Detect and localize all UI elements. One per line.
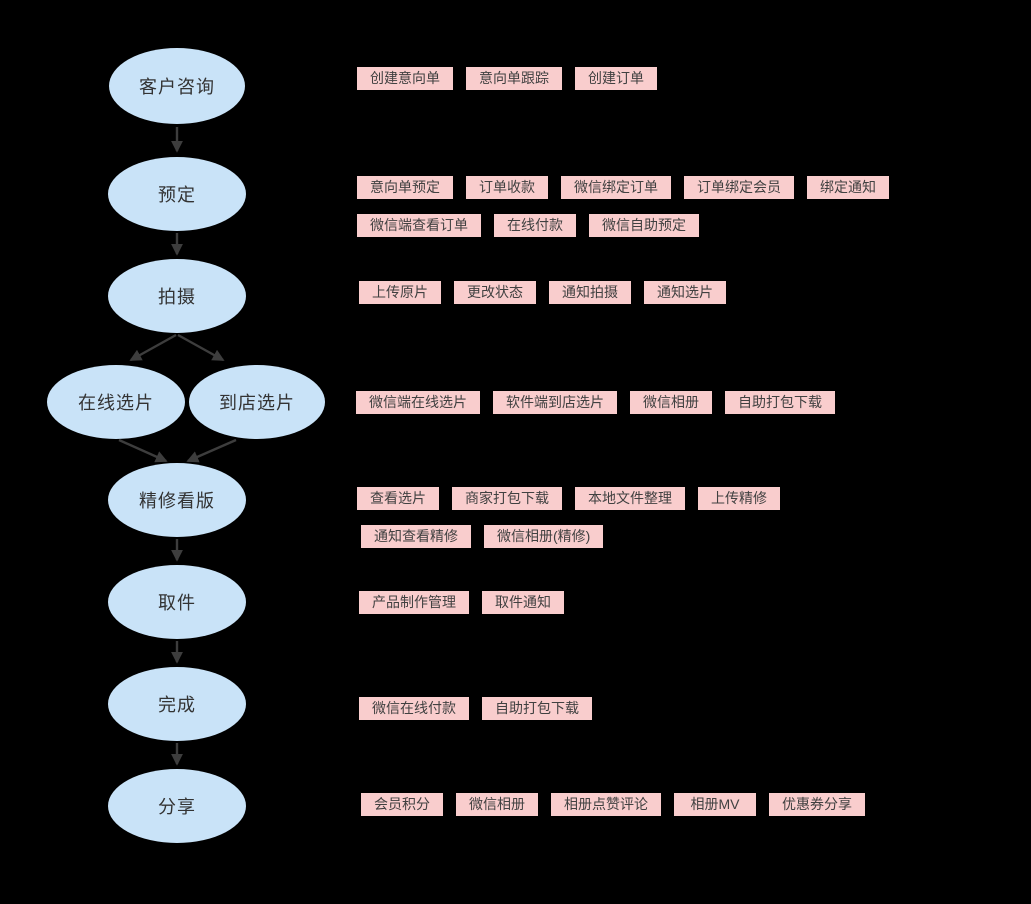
arrow-shooting-to-instore-selection [177, 333, 225, 362]
feature-tag-row: 产品制作管理取件通知 [359, 591, 564, 614]
feature-tag: 通知选片 [644, 281, 726, 304]
feature-tag: 绑定通知 [807, 176, 889, 199]
arrow-instore-selection-to-retouch [186, 438, 237, 463]
flow-node-instore-selection: 到店选片 [189, 365, 325, 439]
feature-tag: 微信相册 [456, 793, 538, 816]
feature-tag: 查看选片 [357, 487, 439, 510]
feature-tag-row: 会员积分微信相册相册点赞评论相册MV 优惠券分享 [361, 793, 865, 816]
flow-node-pickup: 取件 [108, 565, 246, 639]
feature-tag: 在线付款 [494, 214, 576, 237]
feature-tag-row: 通知查看精修微信相册(精修) [361, 525, 604, 548]
feature-tag-row: 创建意向单意向单跟踪创建订单 [357, 67, 657, 90]
flow-node-online-selection: 在线选片 [47, 365, 185, 439]
feature-tag-row: 查看选片商家打包下载本地文件整理上传精修 [357, 487, 780, 510]
feature-tag: 相册MV [674, 793, 756, 816]
feature-tag: 自助打包下载 [725, 391, 835, 414]
feature-tag: 相册点赞评论 [551, 793, 661, 816]
feature-tag: 微信端查看订单 [357, 214, 481, 237]
feature-tag: 商家打包下载 [452, 487, 562, 510]
feature-tag: 本地文件整理 [575, 487, 685, 510]
feature-tag: 更改状态 [454, 281, 536, 304]
feature-tag: 微信在线付款 [359, 697, 469, 720]
arrow-online-selection-to-retouch [118, 438, 168, 463]
feature-tag: 上传精修 [698, 487, 780, 510]
feature-tag: 优惠券分享 [769, 793, 865, 816]
feature-tag-row: 意向单预定订单收款微信绑定订单订单绑定会员绑定通知 [357, 176, 889, 199]
feature-tag: 微信相册(精修) [484, 525, 604, 548]
feature-tag-row: 微信端在线选片软件端到店选片微信相册自助打包下载 [356, 391, 835, 414]
feature-tag-row: 微信端查看订单在线付款微信自助预定 [357, 214, 699, 237]
flow-node-customer-inquiry: 客户咨询 [109, 48, 245, 124]
feature-tag-row: 上传原片更改状态通知拍摄通知选片 [359, 281, 726, 304]
feature-tag: 微信绑定订单 [561, 176, 671, 199]
flow-node-shooting: 拍摄 [108, 259, 246, 333]
feature-tag: 通知查看精修 [361, 525, 471, 548]
feature-tag: 会员积分 [361, 793, 443, 816]
feature-tag-row: 微信在线付款自助打包下载 [359, 697, 592, 720]
feature-tag: 通知拍摄 [549, 281, 631, 304]
arrow-shooting-to-online-selection [129, 333, 177, 362]
feature-tag: 订单绑定会员 [684, 176, 794, 199]
feature-tag: 创建订单 [575, 67, 657, 90]
feature-tag: 微信端在线选片 [356, 391, 480, 414]
flow-node-booking: 预定 [108, 157, 246, 231]
flow-node-complete: 完成 [108, 667, 246, 741]
feature-tag: 上传原片 [359, 281, 441, 304]
feature-tag: 取件通知 [482, 591, 564, 614]
feature-tag: 自助打包下载 [482, 697, 592, 720]
feature-tag: 订单收款 [466, 176, 548, 199]
feature-tag: 意向单预定 [357, 176, 453, 199]
feature-tag: 软件端到店选片 [493, 391, 617, 414]
feature-tag: 意向单跟踪 [466, 67, 562, 90]
feature-tag: 微信自助预定 [589, 214, 699, 237]
feature-tag: 产品制作管理 [359, 591, 469, 614]
flow-node-retouch-review: 精修看版 [108, 463, 246, 537]
feature-tag: 创建意向单 [357, 67, 453, 90]
flow-node-share: 分享 [108, 769, 246, 843]
feature-tag: 微信相册 [630, 391, 712, 414]
